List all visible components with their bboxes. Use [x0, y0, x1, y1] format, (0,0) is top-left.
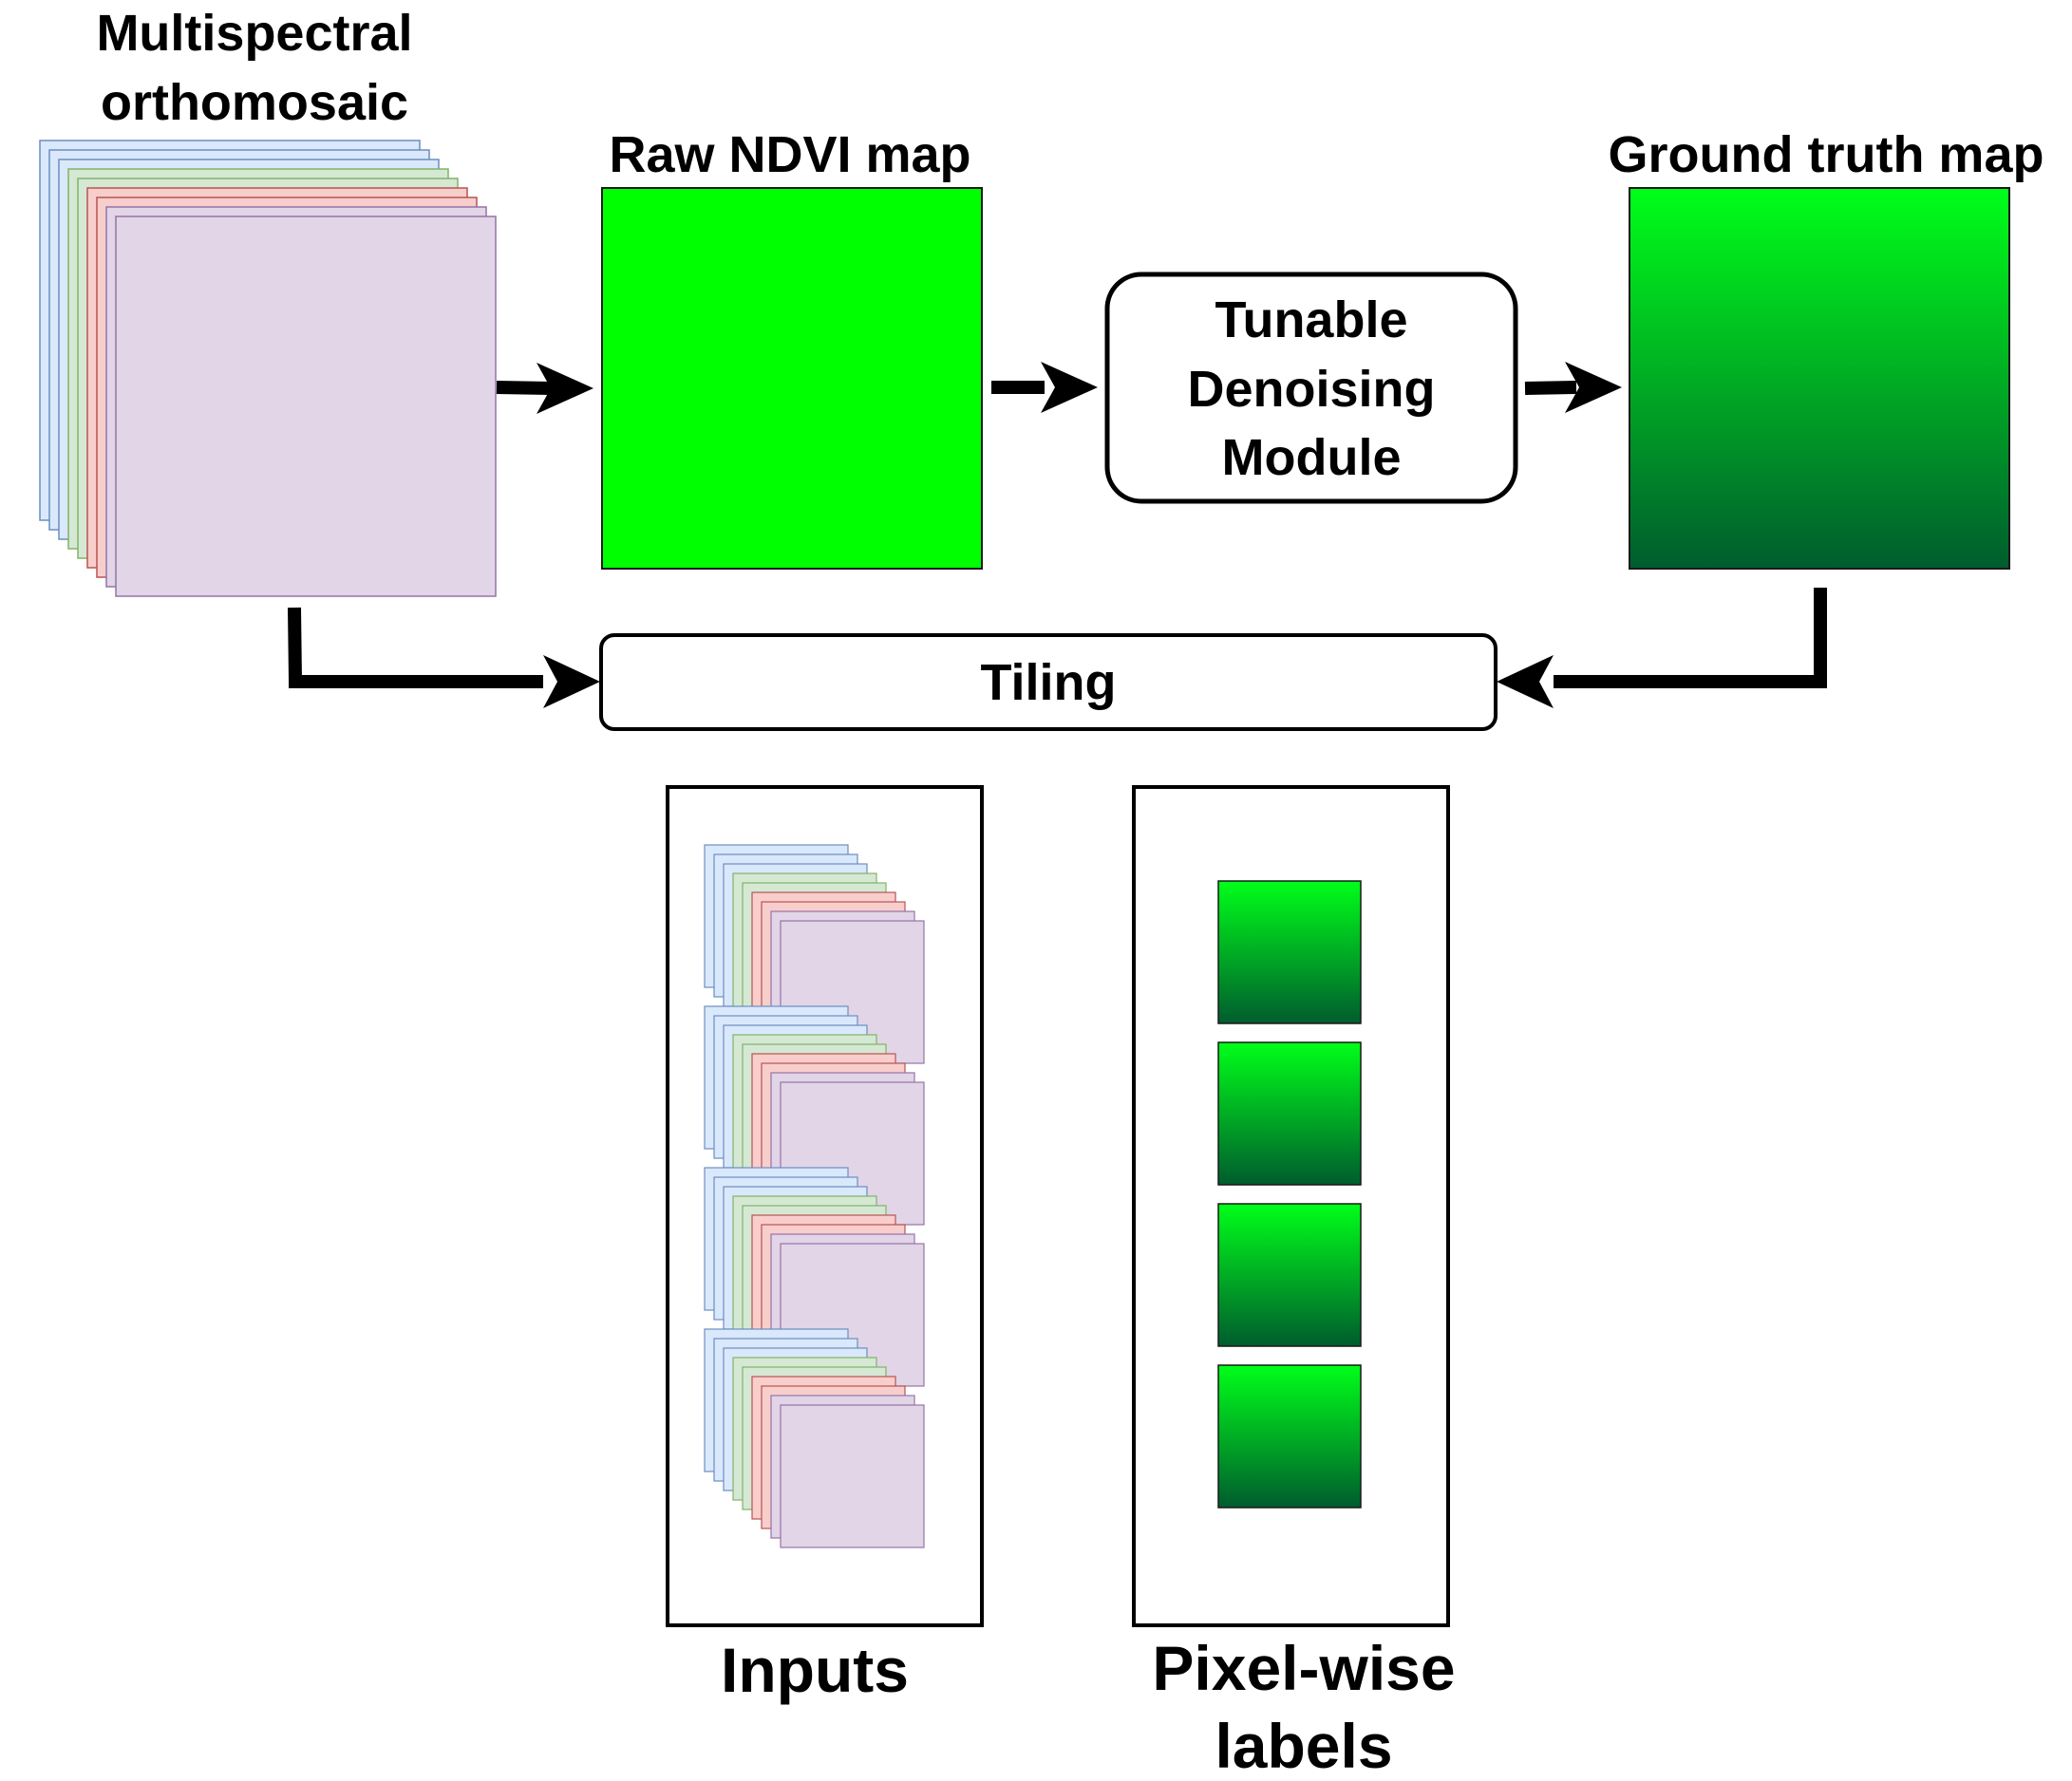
pixelwise-labels-line2: labels: [1215, 1711, 1392, 1781]
label-tile: [1217, 1203, 1362, 1347]
pixelwise-labels-line1: Pixel-wise: [1152, 1633, 1455, 1703]
tiling-box: [599, 633, 1497, 731]
denoising-module-line1: Tunable: [1215, 291, 1407, 348]
label-tile: [1217, 1041, 1362, 1186]
arrow-ndvi-to-denoising: [991, 362, 1098, 413]
label-tile: [1217, 1364, 1362, 1509]
denoising-module-box: [1104, 272, 1518, 504]
multispectral-title-line2: orthomosaic: [101, 74, 408, 131]
input-band-layer-purple: [780, 1404, 925, 1548]
input-tile-stacks: [704, 844, 925, 1548]
arrow-orthomosaic-to-tiling: [288, 607, 600, 708]
multispectral-title-line1: Multispectral: [96, 5, 412, 62]
raw-ndvi-map: [601, 187, 983, 570]
arrow-ground-truth-to-tiling: [1497, 588, 1827, 708]
raw-ndvi-title: Raw NDVI map: [609, 126, 970, 183]
denoising-module-line3: Module: [1222, 429, 1402, 486]
label-tile: [1217, 880, 1362, 1024]
ground-truth-map: [1629, 187, 2010, 570]
ground-truth-title: Ground truth map: [1609, 126, 2044, 183]
multispectral-orthomosaic-stack: [39, 140, 497, 597]
label-tiles: [1217, 880, 1362, 1509]
tiling-label: Tiling: [981, 654, 1117, 711]
denoising-module-line2: Denoising: [1187, 361, 1435, 418]
inputs-label: Inputs: [721, 1635, 909, 1705]
input-tile-stack: [704, 1328, 925, 1548]
arrow-orthomosaic-to-ndvi: [496, 363, 593, 414]
band-layer-purple: [115, 216, 497, 597]
arrow-denoising-to-ground-truth: [1524, 362, 1622, 413]
